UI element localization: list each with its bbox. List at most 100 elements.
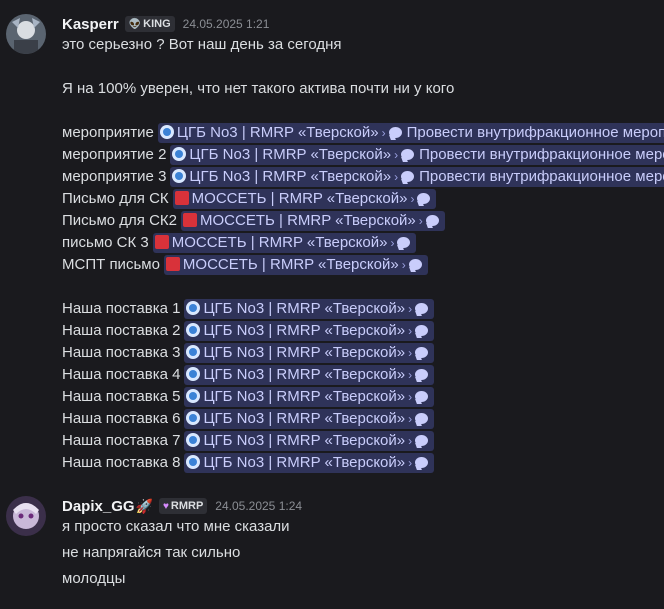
mosset-logo-icon [174,191,189,206]
channel-mention[interactable]: ЦГБ No3 | RMRP «Тверской»› [184,387,435,408]
row-label: мероприятие 3 [62,168,167,185]
message-line: это серьезно ? Вот наш день за сегодня [62,36,342,53]
row-label: Наша поставка 1 [62,300,181,317]
thread-bubble-icon [425,215,439,227]
channel-name: МОССЕТЬ | RMRP «Тверской» [200,212,416,230]
thread-bubble-icon [415,303,429,315]
username[interactable]: Kasperr [62,15,119,33]
radar-icon [172,147,187,162]
thread-bubble-icon [388,127,402,139]
radar-icon [186,433,201,448]
channel-mention[interactable]: МОССЕТЬ | RMRP «Тверской»› [181,211,445,232]
rocket-icon: 🚀 [135,497,153,514]
chevron-right-icon: › [408,412,413,427]
chevron-right-icon: › [410,192,415,207]
channel-name: ЦГБ No3 | RMRP «Тверской» [203,366,406,384]
message-line: Я на 100% уверен, что нет такого актива … [62,80,455,97]
avatar[interactable] [6,496,46,536]
channel-mention[interactable]: ЦГБ No3 | RMRP «Тверской»› [184,365,435,386]
row-label: Письмо для СК [62,190,169,207]
channel-name: ЦГБ No3 | RMRP «Тверской» [203,410,406,428]
chevron-right-icon: › [408,434,413,449]
role-tag[interactable]: ♥ RMRP [158,498,208,514]
chevron-right-icon: › [401,258,406,273]
timestamp: 24.05.2025 1:24 [215,499,303,513]
row-label: Письмо для СК2 [62,212,178,229]
chevron-right-icon: › [381,126,386,141]
radar-icon [186,301,201,316]
message-header: Kasperr 👽 KING 24.05.2025 1:21 [62,14,269,34]
radar-icon [172,169,187,184]
radar-icon [159,125,174,140]
message-line: не напрягайся так сильно [62,544,241,561]
thread-bubble-icon [415,347,429,359]
chevron-right-icon: › [408,390,413,405]
thread-bubble-icon [415,391,429,403]
radar-icon [186,323,201,338]
channel-name: ЦГБ No3 | RMRP «Тверской» [203,300,406,318]
chevron-right-icon: › [390,236,395,251]
avatar[interactable] [6,14,46,54]
thread-name: Провести внутрифракционное мероприятие [419,168,664,186]
channel-mention[interactable]: ЦГБ No3 | RMRP «Тверской»› Провести внутр… [157,123,664,144]
channel-mention[interactable]: ЦГБ No3 | RMRP «Тверской»› [184,409,435,430]
channel-mention[interactable]: ЦГБ No3 | RMRP «Тверской»› [184,431,435,452]
role-tag[interactable]: 👽 KING [124,16,175,32]
thread-bubble-icon [415,457,429,469]
channel-name: ЦГБ No3 | RMRP «Тверской» [203,432,406,450]
thread-bubble-icon [397,237,411,249]
thread-name: Провести внутрифракционное мероприятие [406,124,664,142]
mention-row: мероприятие 3 ЦГБ No3 | RMRP «Тверской»› П… [62,166,664,188]
channel-mention[interactable]: МОССЕТЬ | RMRP «Тверской»› [172,189,437,210]
row-label: Наша поставка 5 [62,388,181,405]
thread-bubble-icon [401,149,415,161]
channel-name: ЦГБ No3 | RMRP «Тверской» [176,124,379,142]
role-tag-label: KING [143,18,171,30]
channel-mention[interactable]: МОССЕТЬ | RMRP «Тверской»› [152,233,417,254]
thread-bubble-icon [417,193,431,205]
thread-name: Провести внутрифракционное мероприятие [419,146,664,164]
role-tag-label: RMRP [170,500,204,512]
username[interactable]: Dapix_GG [62,497,135,515]
row-label: мероприятие 2 [62,146,167,163]
channel-mention[interactable]: ЦГБ No3 | RMRP «Тверской»› [184,343,435,364]
channel-mention[interactable]: ЦГБ No3 | RMRP «Тверской»› Провести внутр… [170,167,664,188]
chevron-right-icon: › [408,368,413,383]
radar-icon [186,411,201,426]
heart-icon: ♥ [162,500,169,512]
message-line: молодцы [62,570,126,587]
channel-mention[interactable]: ЦГБ No3 | RMRP «Тверской»›Провести внутр… [170,145,664,166]
row-label: Наша поставка 8 [62,454,181,471]
thread-bubble-icon [408,259,422,271]
radar-icon [186,345,201,360]
channel-mention[interactable]: ЦГБ No3 | RMRP «Тверской»› [184,453,435,474]
chevron-right-icon: › [408,346,413,361]
message-line: я просто сказал что мне сказали [62,518,290,535]
row-label: Наша поставка 3 [62,344,181,361]
mosset-logo-icon [165,257,180,272]
channel-mention[interactable]: МОССЕТЬ | RMRP «Тверской»› [163,255,428,276]
channel-mention[interactable]: ЦГБ No3 | RMRP «Тверской»› [184,321,435,342]
chevron-right-icon: › [408,324,413,339]
radar-icon [186,367,201,382]
row-label: Наша поставка 2 [62,322,181,339]
channel-mention[interactable]: ЦГБ No3 | RMRP «Тверской»› [184,299,435,320]
radar-icon [186,389,201,404]
thread-bubble-icon [415,413,429,425]
chevron-right-icon: › [408,302,413,317]
channel-name: ЦГБ No3 | RMRP «Тверской» [189,168,392,186]
timestamp: 24.05.2025 1:21 [182,17,270,31]
chevron-right-icon: › [394,170,399,185]
